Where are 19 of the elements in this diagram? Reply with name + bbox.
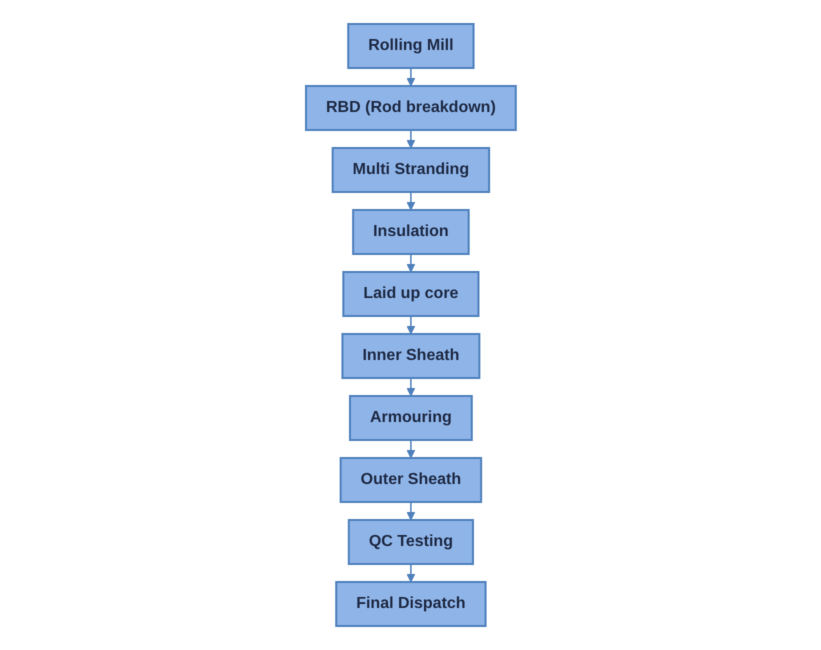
- node-box: QC Testing: [347, 519, 474, 565]
- node-box: Laid up core: [342, 271, 480, 317]
- arrow: [406, 440, 415, 458]
- node-box: Multi Stranding: [331, 147, 490, 193]
- arrow: [406, 564, 415, 582]
- node-box: RBD (Rod breakdown): [304, 85, 516, 131]
- arrow: [406, 130, 415, 148]
- arrow: [406, 254, 415, 272]
- node-box: Armouring: [348, 395, 472, 441]
- node-box: Insulation: [352, 209, 470, 255]
- arrow: [406, 502, 415, 520]
- node-box: Rolling Mill: [346, 23, 474, 69]
- arrow: [406, 378, 415, 396]
- node-box: Inner Sheath: [341, 333, 480, 379]
- arrow: [406, 192, 415, 210]
- arrow: [406, 68, 415, 86]
- node-box: Final Dispatch: [334, 581, 486, 627]
- arrow: [406, 316, 415, 334]
- node-box: Outer Sheath: [339, 457, 482, 503]
